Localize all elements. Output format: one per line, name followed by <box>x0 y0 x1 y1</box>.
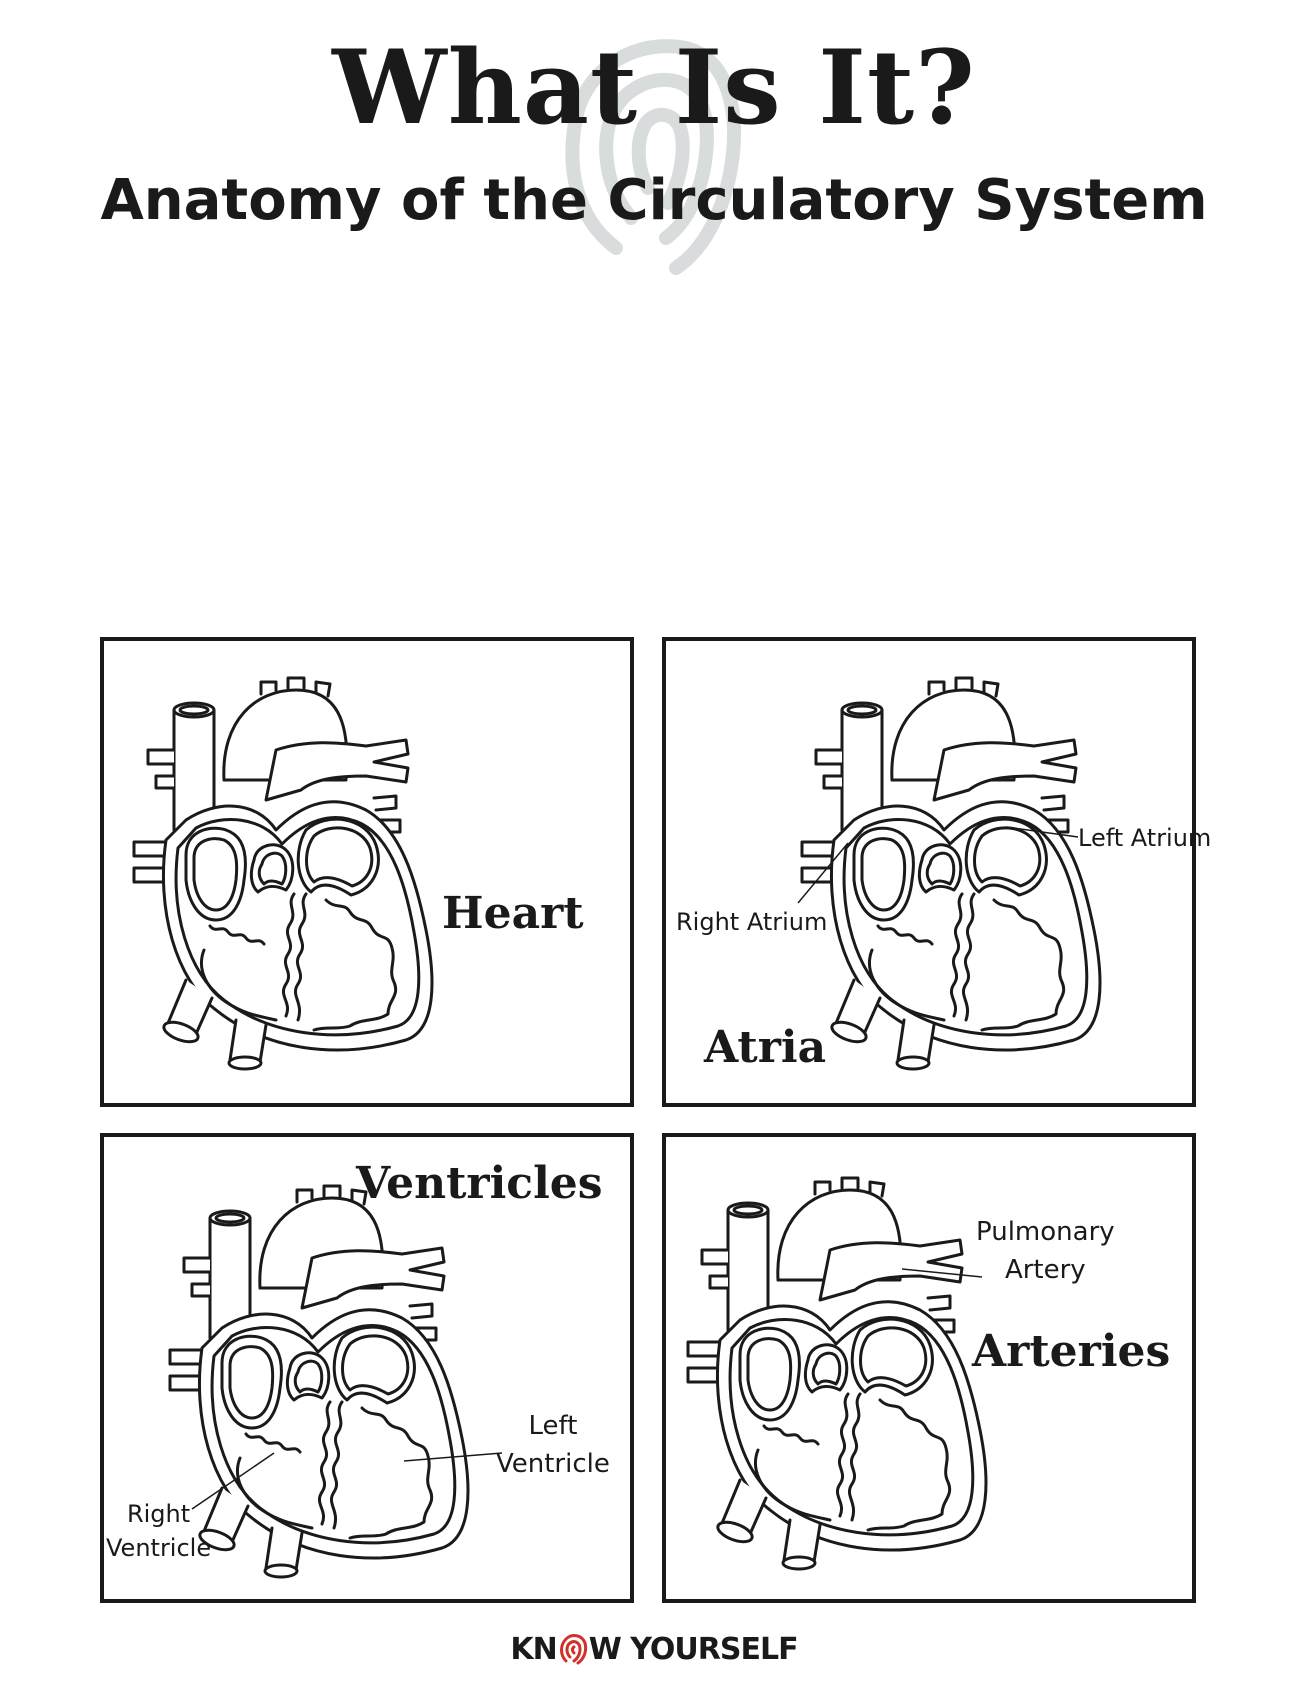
fingerprint-watermark-icon <box>565 39 741 275</box>
label-right-atrium: Right Atrium <box>676 908 828 936</box>
panel-label-ventricles: Ventricles <box>356 1158 603 1209</box>
label-left-ventricle: Left Ventricle <box>496 1407 610 1483</box>
panel-atria: Left Atrium Right Atrium Atria <box>662 637 1211 1107</box>
page-title: What Is It? <box>332 28 976 148</box>
label-line: Artery <box>1004 1255 1086 1285</box>
label-line: Ventricle <box>106 1534 212 1562</box>
panel-heart: Heart <box>100 637 634 1107</box>
label-line: Pulmonary <box>976 1217 1115 1247</box>
panel-arteries: Pulmonary Artery Arteries <box>662 1133 1196 1603</box>
panel-label-heart: Heart <box>442 888 584 939</box>
panel-label-arteries: Arteries <box>972 1326 1171 1377</box>
heart-illustration <box>132 676 434 1071</box>
label-pulmonary-artery: Pulmonary Artery <box>976 1213 1115 1289</box>
panel-ventricles: Ventricles Left Ventricle Right Ventricl… <box>100 1133 634 1603</box>
footer: KN W YOURSELF <box>0 1624 1308 1674</box>
heart-illustration <box>686 1176 988 1571</box>
label-line: Left <box>528 1411 578 1441</box>
label-line: Right <box>126 1500 191 1528</box>
brand-text-end: W YOURSELF <box>588 1631 799 1667</box>
brand-logo: KN W YOURSELF <box>510 1631 799 1667</box>
brand-text-start: KN <box>510 1631 557 1667</box>
heart-illustration <box>800 676 1102 1071</box>
page-subtitle: Anatomy of the Circulatory System <box>100 168 1208 233</box>
panel-label-atria: Atria <box>704 1022 827 1073</box>
label-left-atrium: Left Atrium <box>1078 824 1212 852</box>
fingerprint-icon <box>559 1634 587 1665</box>
label-line: Ventricle <box>496 1449 610 1479</box>
label-right-ventricle: Right Ventricle <box>106 1497 211 1565</box>
